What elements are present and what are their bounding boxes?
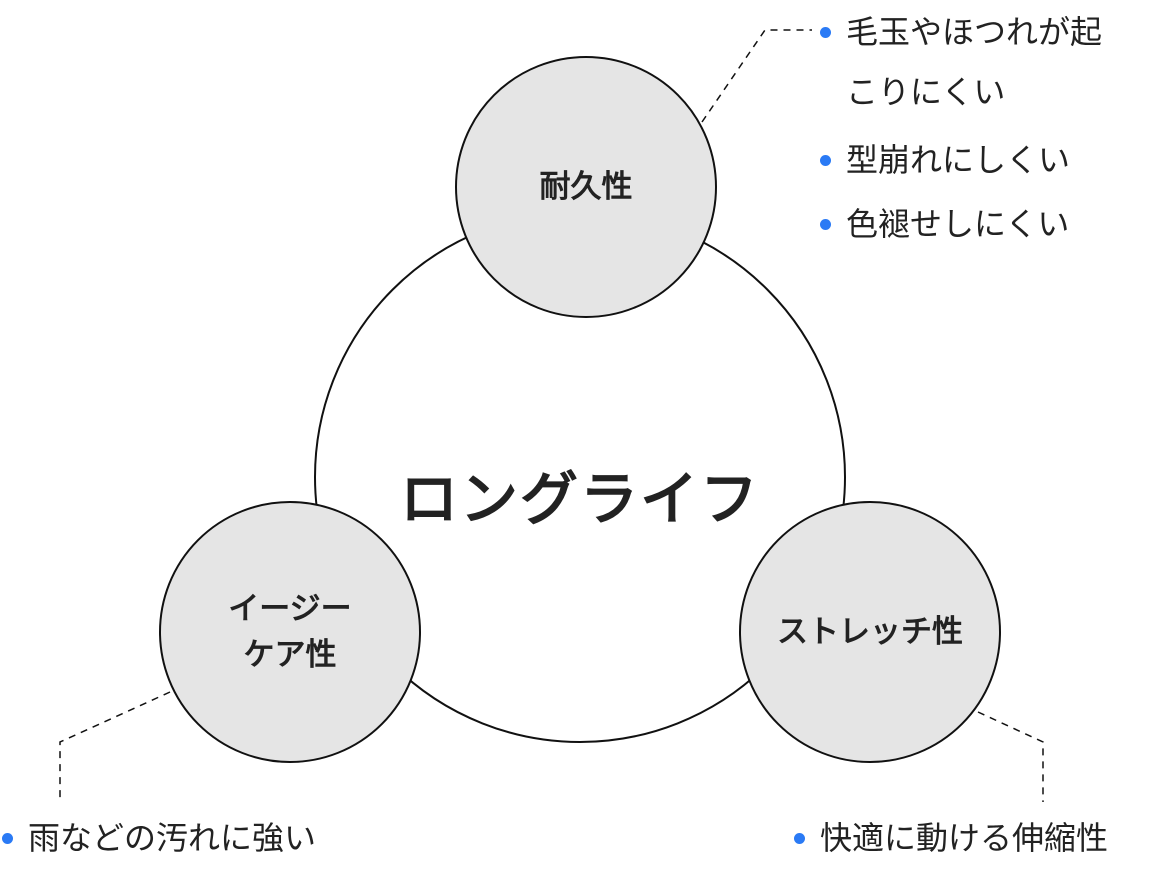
bullet-text: 毛玉やほつれが起こりにくい xyxy=(846,13,1103,111)
list-item: 色褪せしにくい xyxy=(820,194,1116,254)
stretch-bullets: 快適に動ける伸縮性 xyxy=(794,808,1108,868)
node-durability xyxy=(455,56,717,318)
node-easy-care xyxy=(159,501,421,763)
bullet-dot-icon xyxy=(820,155,831,166)
node-stretch-label: ストレッチ性 xyxy=(777,614,963,650)
list-item: 雨などの汚れに強い xyxy=(2,808,316,868)
bullet-text: 型崩れにしくい xyxy=(846,141,1071,179)
connector-durability xyxy=(701,29,812,123)
node-durability-label: 耐久性 xyxy=(539,169,633,205)
center-title: ロングライフ xyxy=(399,465,760,533)
list-item: 快適に動ける伸縮性 xyxy=(794,808,1108,868)
bullet-text: 快適に動ける伸縮性 xyxy=(820,819,1109,857)
connector-easy-care xyxy=(59,691,171,802)
node-easy-care-label: イージー ケア性 xyxy=(170,586,410,678)
easy-care-bullets: 雨などの汚れに強い xyxy=(2,808,316,868)
bullet-text: 色褪せしにくい xyxy=(846,205,1070,243)
node-easy-care-label-line2: ケア性 xyxy=(243,637,337,673)
bullet-dot-icon xyxy=(820,219,831,230)
list-item: 毛玉やほつれが起こりにくい xyxy=(820,2,1116,122)
bullet-dot-icon xyxy=(794,833,805,844)
node-stretch xyxy=(739,501,1001,763)
bullet-dot-icon xyxy=(2,833,13,844)
bullet-dot-icon xyxy=(820,27,831,38)
durability-bullets: 毛玉やほつれが起こりにくい 型崩れにしくい 色褪せしにくい xyxy=(820,2,1116,254)
node-easy-care-label-line1: イージー xyxy=(228,591,352,627)
bullet-text: 雨などの汚れに強い xyxy=(28,819,317,857)
connector-stretch xyxy=(977,711,1044,802)
list-item: 型崩れにしくい xyxy=(820,130,1116,190)
